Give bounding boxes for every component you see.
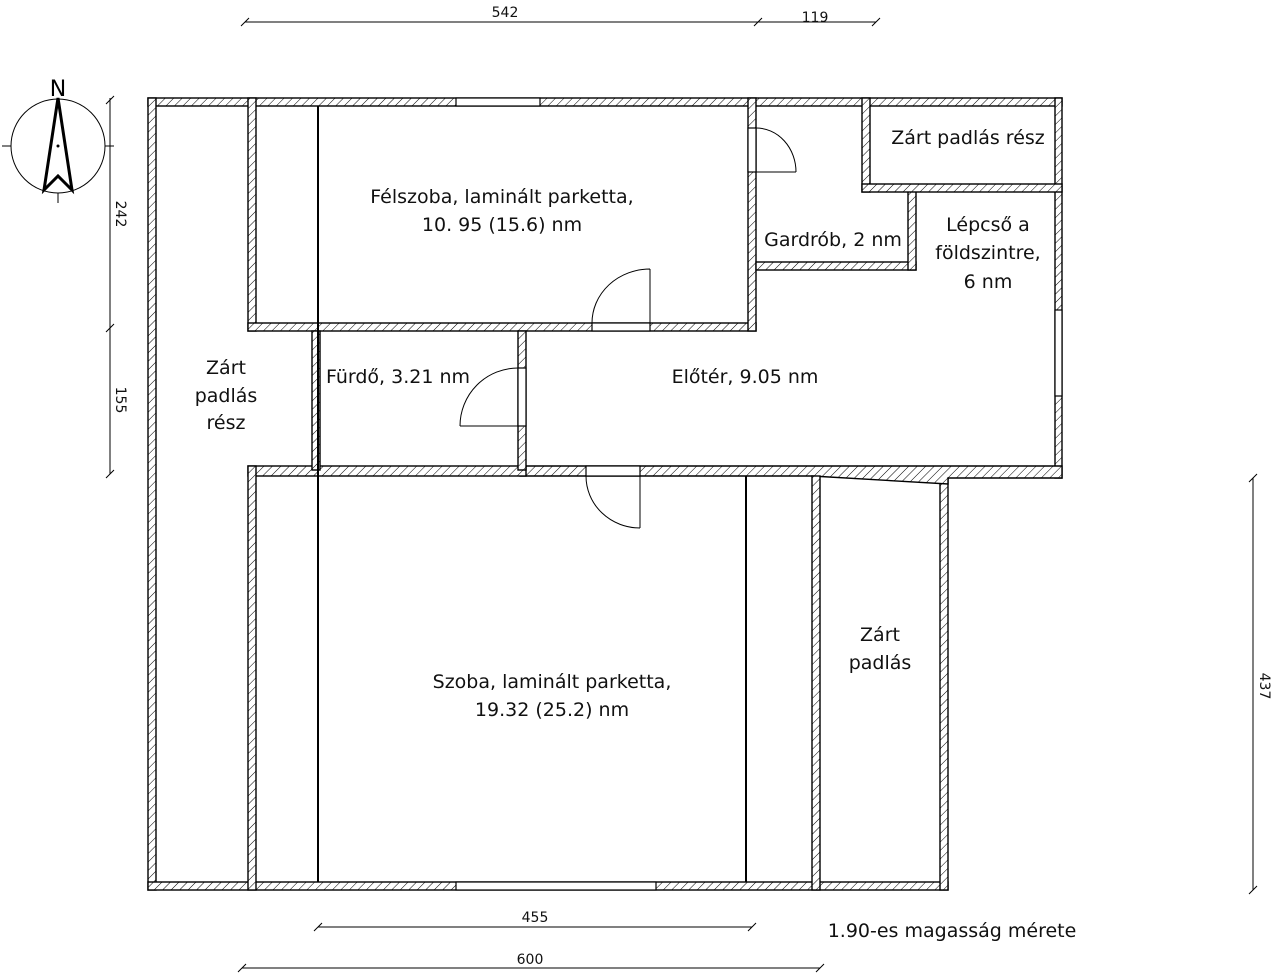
dim-left-a: 242 xyxy=(112,201,128,228)
room-gardrob: Gardrób, 2 nm xyxy=(764,229,902,251)
wall-felszoba-bottom xyxy=(247,322,757,332)
north-compass-icon: N xyxy=(2,77,114,203)
wall-felszoba-right xyxy=(747,97,757,332)
room-zart-left-3: rész xyxy=(207,412,246,434)
window-bottom xyxy=(455,881,657,891)
room-zart-left-2: padlás xyxy=(195,385,258,407)
room-labels: Félszoba, laminált parketta, 10. 95 (15.… xyxy=(195,127,1045,721)
wall-szoba-left xyxy=(247,465,257,891)
room-zart-right-2: padlás xyxy=(849,652,912,674)
wall-zart-left xyxy=(861,97,871,193)
room-szoba-name: Szoba, laminált parketta, xyxy=(433,671,672,693)
door-swing-icon xyxy=(585,475,641,529)
dim-bottom-b: 600 xyxy=(517,952,544,968)
dim-top-a: 542 xyxy=(492,5,519,21)
wall-gardrob-bottom xyxy=(755,261,917,271)
room-felszoba-area: 10. 95 (15.6) nm xyxy=(422,214,582,236)
room-szoba-area: 19.32 (25.2) nm xyxy=(475,699,629,721)
room-furdo: Fürdő, 3.21 nm xyxy=(326,366,470,388)
wall-zart-right-left xyxy=(811,475,821,891)
room-felszoba-name: Félszoba, laminált parketta, xyxy=(370,186,633,208)
height-note: 1.90-es magasság mérete xyxy=(828,920,1077,942)
wall-zart-bottom xyxy=(861,183,1063,193)
wall-left xyxy=(147,97,157,891)
wall-gardrob-right xyxy=(907,189,917,271)
dimensions: 542 119 242 155 437 455 600 xyxy=(105,5,1272,973)
room-lepcso-2: földszintre, xyxy=(935,242,1040,264)
room-zart-top: Zárt padlás rész xyxy=(891,127,1045,149)
window-right xyxy=(1054,309,1063,397)
room-eloter: Előtér, 9.05 nm xyxy=(672,366,819,388)
north-label: N xyxy=(50,77,66,102)
door-furdo xyxy=(517,367,527,427)
door-szoba xyxy=(585,465,641,477)
wall-szoba-top xyxy=(247,465,527,477)
dim-top-b: 119 xyxy=(802,10,829,26)
wall-right-upper xyxy=(1054,97,1063,479)
dim-left-b: 155 xyxy=(112,387,128,414)
dim-bottom-a: 455 xyxy=(522,910,549,926)
door-felszoba xyxy=(591,322,651,332)
wall-top xyxy=(147,97,1063,107)
room-zart-left-1: Zárt xyxy=(206,357,246,379)
window-top xyxy=(455,97,541,107)
walls xyxy=(147,97,1063,891)
wall-eloter-bottom xyxy=(519,465,1063,485)
wall-furdo-left xyxy=(311,330,321,471)
room-lepcso-3: 6 nm xyxy=(964,271,1013,293)
windows xyxy=(455,97,1063,891)
door-swing-icon xyxy=(591,268,651,324)
door-swing-icon xyxy=(459,367,519,427)
room-lepcso-1: Lépcső a xyxy=(946,214,1030,236)
wall-right-lower xyxy=(939,475,949,891)
dim-right: 437 xyxy=(1256,673,1272,700)
wall-felszoba-left xyxy=(247,97,257,332)
door-swing-icon xyxy=(755,127,797,173)
room-zart-right-1: Zárt xyxy=(860,624,900,646)
doors xyxy=(459,127,797,529)
door-gardrob xyxy=(747,127,757,173)
